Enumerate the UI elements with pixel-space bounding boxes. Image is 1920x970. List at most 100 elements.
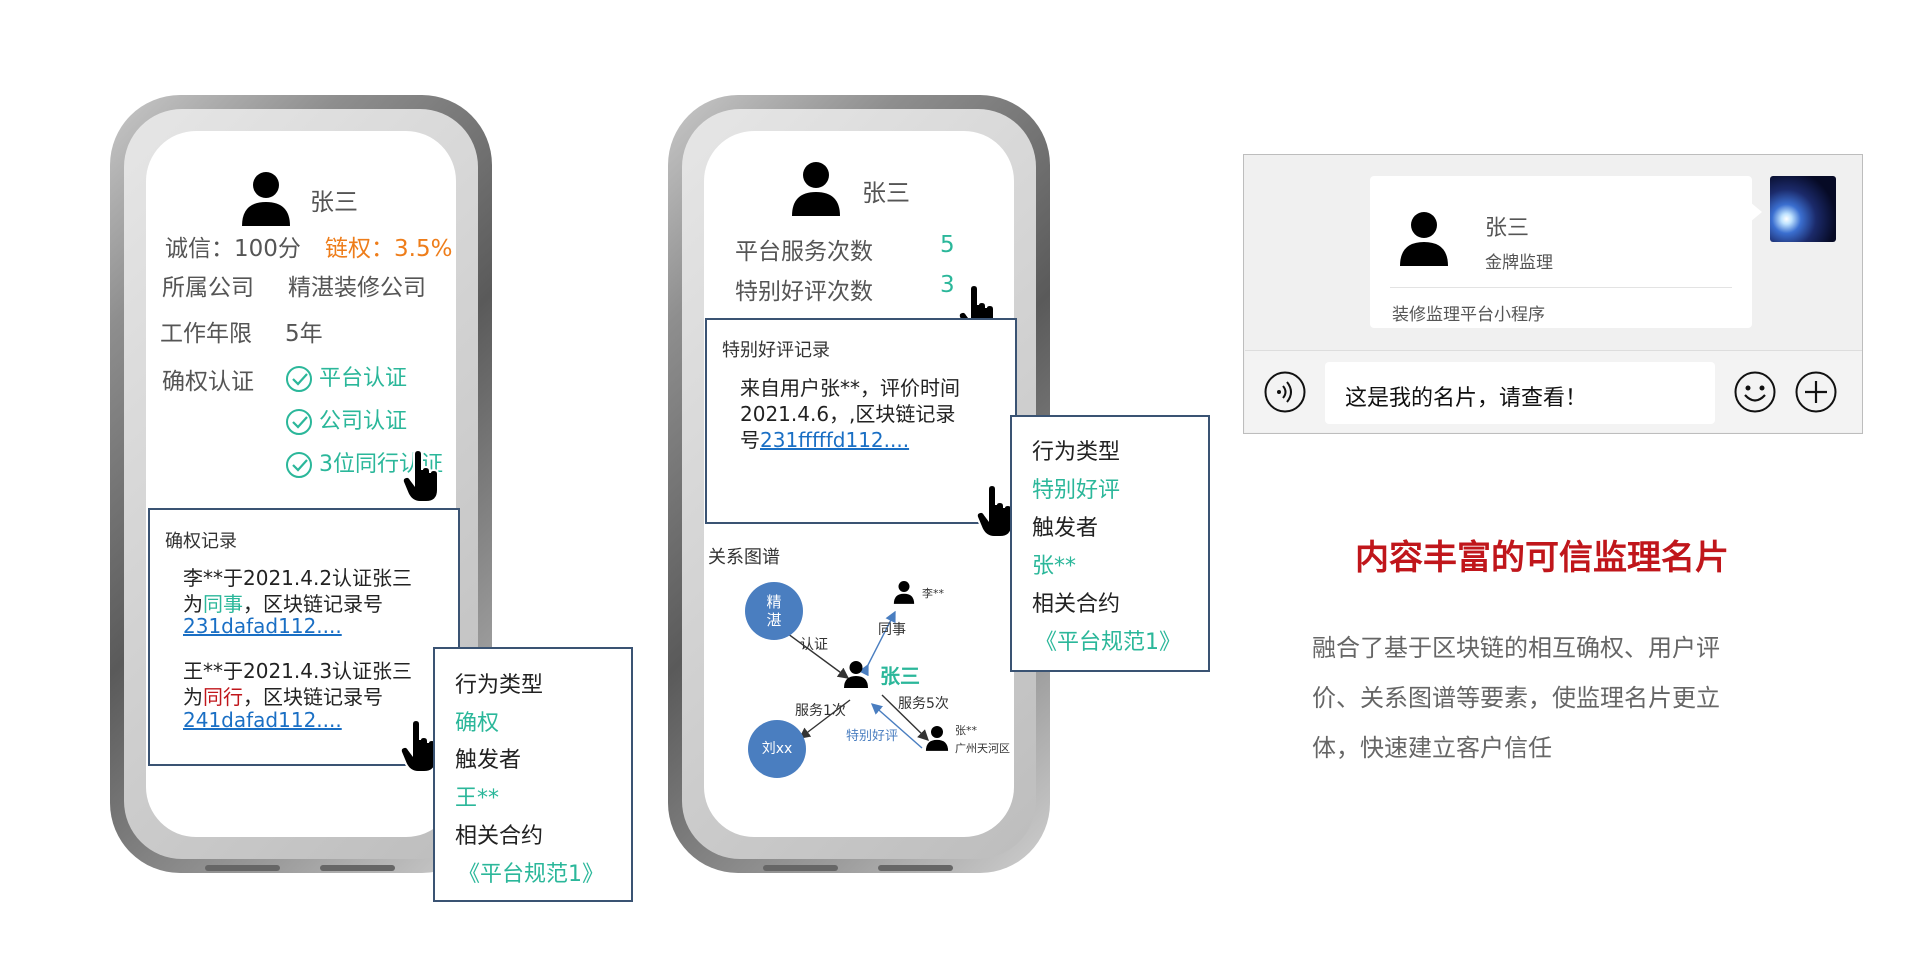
popup-contract-label: 相关合约 bbox=[455, 824, 544, 849]
profile-name: 张三 bbox=[862, 179, 910, 207]
pointer-hand-icon bbox=[399, 718, 440, 776]
pointer-hand-icon bbox=[401, 448, 442, 506]
cert-text: 公司认证 bbox=[319, 409, 408, 434]
avatar-image[interactable] bbox=[1770, 176, 1836, 242]
popup-type-value: 特别好评 bbox=[1032, 478, 1121, 503]
feature-desc-line-1: 融合了基于区块链的相互确权、用户评 bbox=[1312, 634, 1720, 662]
good-review-label: 特别好评次数 bbox=[735, 279, 873, 305]
popup-contract-label: 相关合约 bbox=[1032, 592, 1121, 617]
review-hash-link[interactable]: 231fffffd112.... bbox=[760, 428, 910, 452]
popup-trigger-label: 触发者 bbox=[455, 748, 522, 773]
popup-type-label: 行为类型 bbox=[455, 673, 544, 698]
graph-title: 关系图谱 bbox=[708, 547, 780, 568]
edge-service5 bbox=[881, 694, 930, 741]
record-1-line2: 为同事，区块链记录号 bbox=[183, 588, 383, 617]
profile-name: 张三 bbox=[310, 188, 358, 216]
company-value: 精湛装修公司 bbox=[288, 275, 426, 301]
popup-trigger-value: 张** bbox=[1032, 554, 1077, 579]
popup-type-value: 确权 bbox=[455, 711, 500, 736]
phone-2-bottom-edge-right bbox=[878, 865, 953, 871]
review-title: 特别好评记录 bbox=[722, 340, 830, 361]
card-pointer bbox=[1750, 202, 1762, 222]
emoji-icon[interactable] bbox=[1733, 370, 1777, 418]
good-review-value[interactable]: 3 bbox=[940, 272, 955, 298]
years-label: 工作年限 bbox=[160, 321, 252, 347]
graph-edge-label-tongshi: 同事 bbox=[878, 622, 906, 638]
graph-edge-label-service5: 服务5次 bbox=[898, 696, 949, 712]
review-line2: 2021.4.6，,区块链记录 bbox=[740, 402, 956, 426]
check-circle-icon bbox=[286, 409, 312, 435]
card-name: 张三 bbox=[1485, 216, 1530, 241]
graph-li-name: 李** bbox=[922, 587, 944, 600]
pointer-hand-icon bbox=[975, 483, 1016, 541]
person-icon bbox=[790, 160, 842, 216]
card-source: 装修监理平台小程序 bbox=[1392, 305, 1545, 325]
edge-good bbox=[870, 703, 923, 749]
relation-peer: 同行 bbox=[203, 685, 243, 709]
company-label: 所属公司 bbox=[162, 275, 254, 301]
feature-title: 内容丰富的可信监理名片 bbox=[1355, 538, 1729, 578]
relation-graph-edges bbox=[779, 610, 930, 749]
popup-contract-value[interactable]: 《平台规范1》 bbox=[1035, 630, 1181, 655]
popup-contract-value[interactable]: 《平台规范1》 bbox=[458, 862, 604, 887]
chain-weight: 链权：3.5% bbox=[325, 236, 453, 262]
message-text: 这是我的名片，请查看！ bbox=[1345, 386, 1588, 411]
review-line3: 号231fffffd112.... bbox=[740, 424, 909, 453]
cert-item-platform: 平台认证 bbox=[285, 360, 407, 393]
popup-type-label: 行为类型 bbox=[1032, 440, 1121, 465]
voice-icon[interactable] bbox=[1263, 370, 1307, 418]
record-2-line1: 王**于2021.4.3认证张三 bbox=[183, 659, 413, 683]
service-count-label: 平台服务次数 bbox=[735, 239, 873, 265]
card-title: 金牌监理 bbox=[1485, 253, 1553, 273]
popup-trigger-value: 王** bbox=[455, 786, 500, 811]
confirmation-record-box bbox=[148, 508, 460, 766]
graph-edge-label-good: 特别好评 bbox=[846, 729, 899, 744]
record-text: ，区块链记录号 bbox=[243, 592, 383, 616]
record-text: 为 bbox=[183, 592, 203, 616]
record-title: 确权记录 bbox=[165, 531, 237, 552]
cert-text: 平台认证 bbox=[319, 366, 408, 391]
feature-desc-line-2: 价、关系图谱等要素，使监理名片更立 bbox=[1312, 684, 1720, 712]
person-icon bbox=[925, 725, 949, 755]
record-2-hash-link[interactable]: 241dafad112.... bbox=[183, 708, 342, 732]
person-icon bbox=[893, 580, 915, 608]
check-circle-icon bbox=[286, 366, 312, 392]
check-circle-icon bbox=[286, 452, 312, 478]
relation-colleague: 同事 bbox=[203, 592, 243, 616]
record-text: 为 bbox=[183, 685, 203, 709]
graph-node-liu[interactable]: 刘xx bbox=[748, 720, 806, 778]
behavior-detail-popup-2 bbox=[1010, 415, 1210, 672]
phone-2-bottom-edge-left bbox=[763, 865, 838, 871]
record-1-line1: 李**于2021.4.2认证张三 bbox=[183, 566, 413, 590]
behavior-detail-popup-1 bbox=[433, 647, 633, 902]
feature-desc-line-3: 体，快速建立客户信任 bbox=[1312, 734, 1552, 762]
review-line1: 来自用户张**，评价时间 bbox=[740, 376, 960, 400]
cert-label: 确权认证 bbox=[162, 369, 254, 395]
graph-edge-label-service1: 服务1次 bbox=[795, 703, 846, 719]
record-1-hash-link[interactable]: 231dafad112.... bbox=[183, 614, 342, 638]
person-icon bbox=[240, 170, 292, 226]
popup-trigger-label: 触发者 bbox=[1032, 516, 1099, 541]
graph-edge-label-renzheng: 认证 bbox=[800, 637, 828, 653]
graph-zhang-place: 广州天河区 bbox=[955, 742, 1010, 755]
message-input[interactable] bbox=[1325, 362, 1715, 424]
record-text: ，区块链记录号 bbox=[243, 685, 383, 709]
graph-center-name: 张三 bbox=[880, 664, 920, 688]
review-text: 号 bbox=[740, 428, 760, 452]
phone-1-bottom-edge-left bbox=[205, 865, 280, 871]
credit-score: 诚信：100分 bbox=[165, 236, 301, 262]
phone-1-bottom-edge-right bbox=[320, 865, 395, 871]
person-icon bbox=[1398, 210, 1450, 270]
edge-service1 bbox=[798, 699, 851, 739]
graph-zhang-name: 张** bbox=[955, 724, 977, 737]
edge-renzheng bbox=[779, 627, 850, 679]
person-icon bbox=[843, 660, 869, 692]
graph-node-jingzhan[interactable]: 精湛 bbox=[745, 582, 803, 640]
service-count-value: 5 bbox=[940, 232, 955, 258]
edge-tongshi bbox=[858, 610, 896, 677]
record-2-line2: 为同行，区块链记录号 bbox=[183, 681, 383, 710]
plus-icon[interactable] bbox=[1794, 370, 1838, 418]
years-value: 5年 bbox=[285, 321, 323, 347]
cert-item-company: 公司认证 bbox=[285, 403, 407, 436]
card-divider bbox=[1390, 287, 1732, 288]
